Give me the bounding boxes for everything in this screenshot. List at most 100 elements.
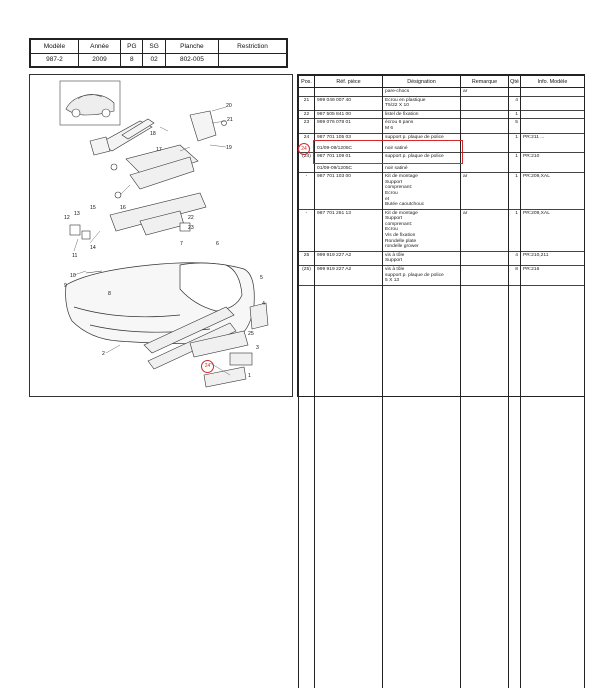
cell-qty: 1 <box>508 172 521 210</box>
cell-rem <box>460 109 509 119</box>
car-thumbnail <box>59 80 121 126</box>
callout-1: 1 <box>248 373 251 379</box>
cell-ref: 987 505 841 00 <box>314 109 383 119</box>
cell-ref: 987 701 103 00 <box>314 172 383 210</box>
lower-trim-and-plate-holder <box>143 302 269 388</box>
header-col-label: Modèle <box>30 39 79 54</box>
cell-ref: 999 076 078 01 <box>314 118 383 134</box>
cell-pos: - <box>298 208 315 252</box>
cell-rem <box>460 152 509 173</box>
bumper-exploded-view <box>59 80 269 388</box>
header-col-label: PG <box>120 39 144 54</box>
callout-25: 25 <box>248 331 254 337</box>
cell-rem <box>460 265 509 286</box>
cell-info: PR:210 <box>520 152 585 173</box>
callout-22: 22 <box>188 215 194 221</box>
callout-21: 21 <box>227 117 233 123</box>
cell-rem <box>460 95 509 111</box>
pos-24-circle: 24 <box>298 143 310 155</box>
cell-rem: ar <box>460 208 509 252</box>
empty-cell <box>382 284 461 688</box>
callout-8: 8 <box>108 291 111 297</box>
callout-19: 19 <box>226 145 232 151</box>
cell-rem <box>460 118 509 134</box>
header-col-value <box>218 52 287 67</box>
header-col-label: Planche <box>164 39 220 54</box>
callout-2: 2 <box>102 351 105 357</box>
cell-pos: 21 <box>298 95 315 111</box>
cell-info: PR:209,XAL <box>520 208 585 252</box>
cell-des: vis à tôle Support <box>382 250 461 266</box>
cell-pos: 22 <box>298 109 315 119</box>
column-header: Désignation <box>382 75 461 88</box>
cell-info <box>520 87 585 97</box>
cell-rem <box>460 250 509 266</box>
cell-qty: 5 <box>508 118 521 134</box>
callout-3: 3 <box>256 345 259 351</box>
cell-info <box>520 109 585 119</box>
header-col-label: Année <box>77 39 122 54</box>
cell-info <box>520 118 585 134</box>
cell-ref: 987 701 261 13 <box>314 208 383 252</box>
cell-rem <box>460 132 509 153</box>
cell-des: Kit de montage Support comprenant: Ecrou… <box>382 172 461 210</box>
empty-cell <box>314 284 383 688</box>
cell-rem: ar <box>460 87 509 97</box>
column-header: Qté <box>508 75 521 88</box>
callout-17: 17 <box>156 147 162 153</box>
cell-pos: 25 <box>298 250 315 266</box>
callout-15: 15 <box>90 205 96 211</box>
cell-ref: 999 049 007 40 <box>314 95 383 111</box>
cell-des: Ecrou en plastique T5/22 X 10 <box>382 95 461 111</box>
upper-brackets <box>89 110 217 156</box>
cell-pos: - <box>298 172 315 210</box>
callout-7: 7 <box>180 241 183 247</box>
cell-pos: 23 <box>298 118 315 134</box>
exploded-diagram: 20 21 18 17 19 22 23 25 15 16 13 12 14 1… <box>29 74 293 397</box>
cell-des: Kit de montage Support comprenant: Ecrou… <box>382 208 461 252</box>
cell-des: support p. plaque de police noir satiné <box>382 152 461 173</box>
cell-des: pare-chocs <box>382 87 461 97</box>
cell-des: écrou 6 pans M 6 <box>382 118 461 134</box>
cell-qty: 1 <box>508 152 521 173</box>
cell-pos: (25) <box>298 265 315 286</box>
cell-qty: 4 <box>508 95 521 111</box>
callout-9: 9 <box>64 283 67 289</box>
table-empty-space <box>298 284 585 688</box>
empty-cell <box>508 284 521 688</box>
cell-qty: 1 <box>508 132 521 153</box>
cell-qty: 1 <box>508 109 521 119</box>
callout-5: 5 <box>260 275 263 281</box>
callout-23: 23 <box>188 225 194 231</box>
callout-6: 6 <box>216 241 219 247</box>
callout-14: 14 <box>90 245 96 251</box>
column-header: Info. Modèle <box>520 75 585 88</box>
cell-ref: 999 919 227 A2 <box>314 250 383 266</box>
empty-cell <box>460 284 509 688</box>
cell-qty <box>508 87 521 97</box>
cell-rem: ar <box>460 172 509 210</box>
cell-info: PR:209,XAL <box>520 172 585 210</box>
cell-ref: 999 919 227 A2 <box>314 265 383 286</box>
cell-info: PR:216 <box>520 265 585 286</box>
callout-24-highlight: 24 <box>201 360 214 373</box>
callout-4: 4 <box>262 301 265 307</box>
cell-info: PR:210,211 <box>520 250 585 266</box>
highlight-box <box>313 140 463 164</box>
cell-qty: 8 <box>508 265 521 286</box>
empty-cell <box>520 284 585 688</box>
cell-des: listel de fixation <box>382 109 461 119</box>
callout-11: 11 <box>72 253 78 259</box>
header-col-value: 987-2 <box>30 52 79 67</box>
